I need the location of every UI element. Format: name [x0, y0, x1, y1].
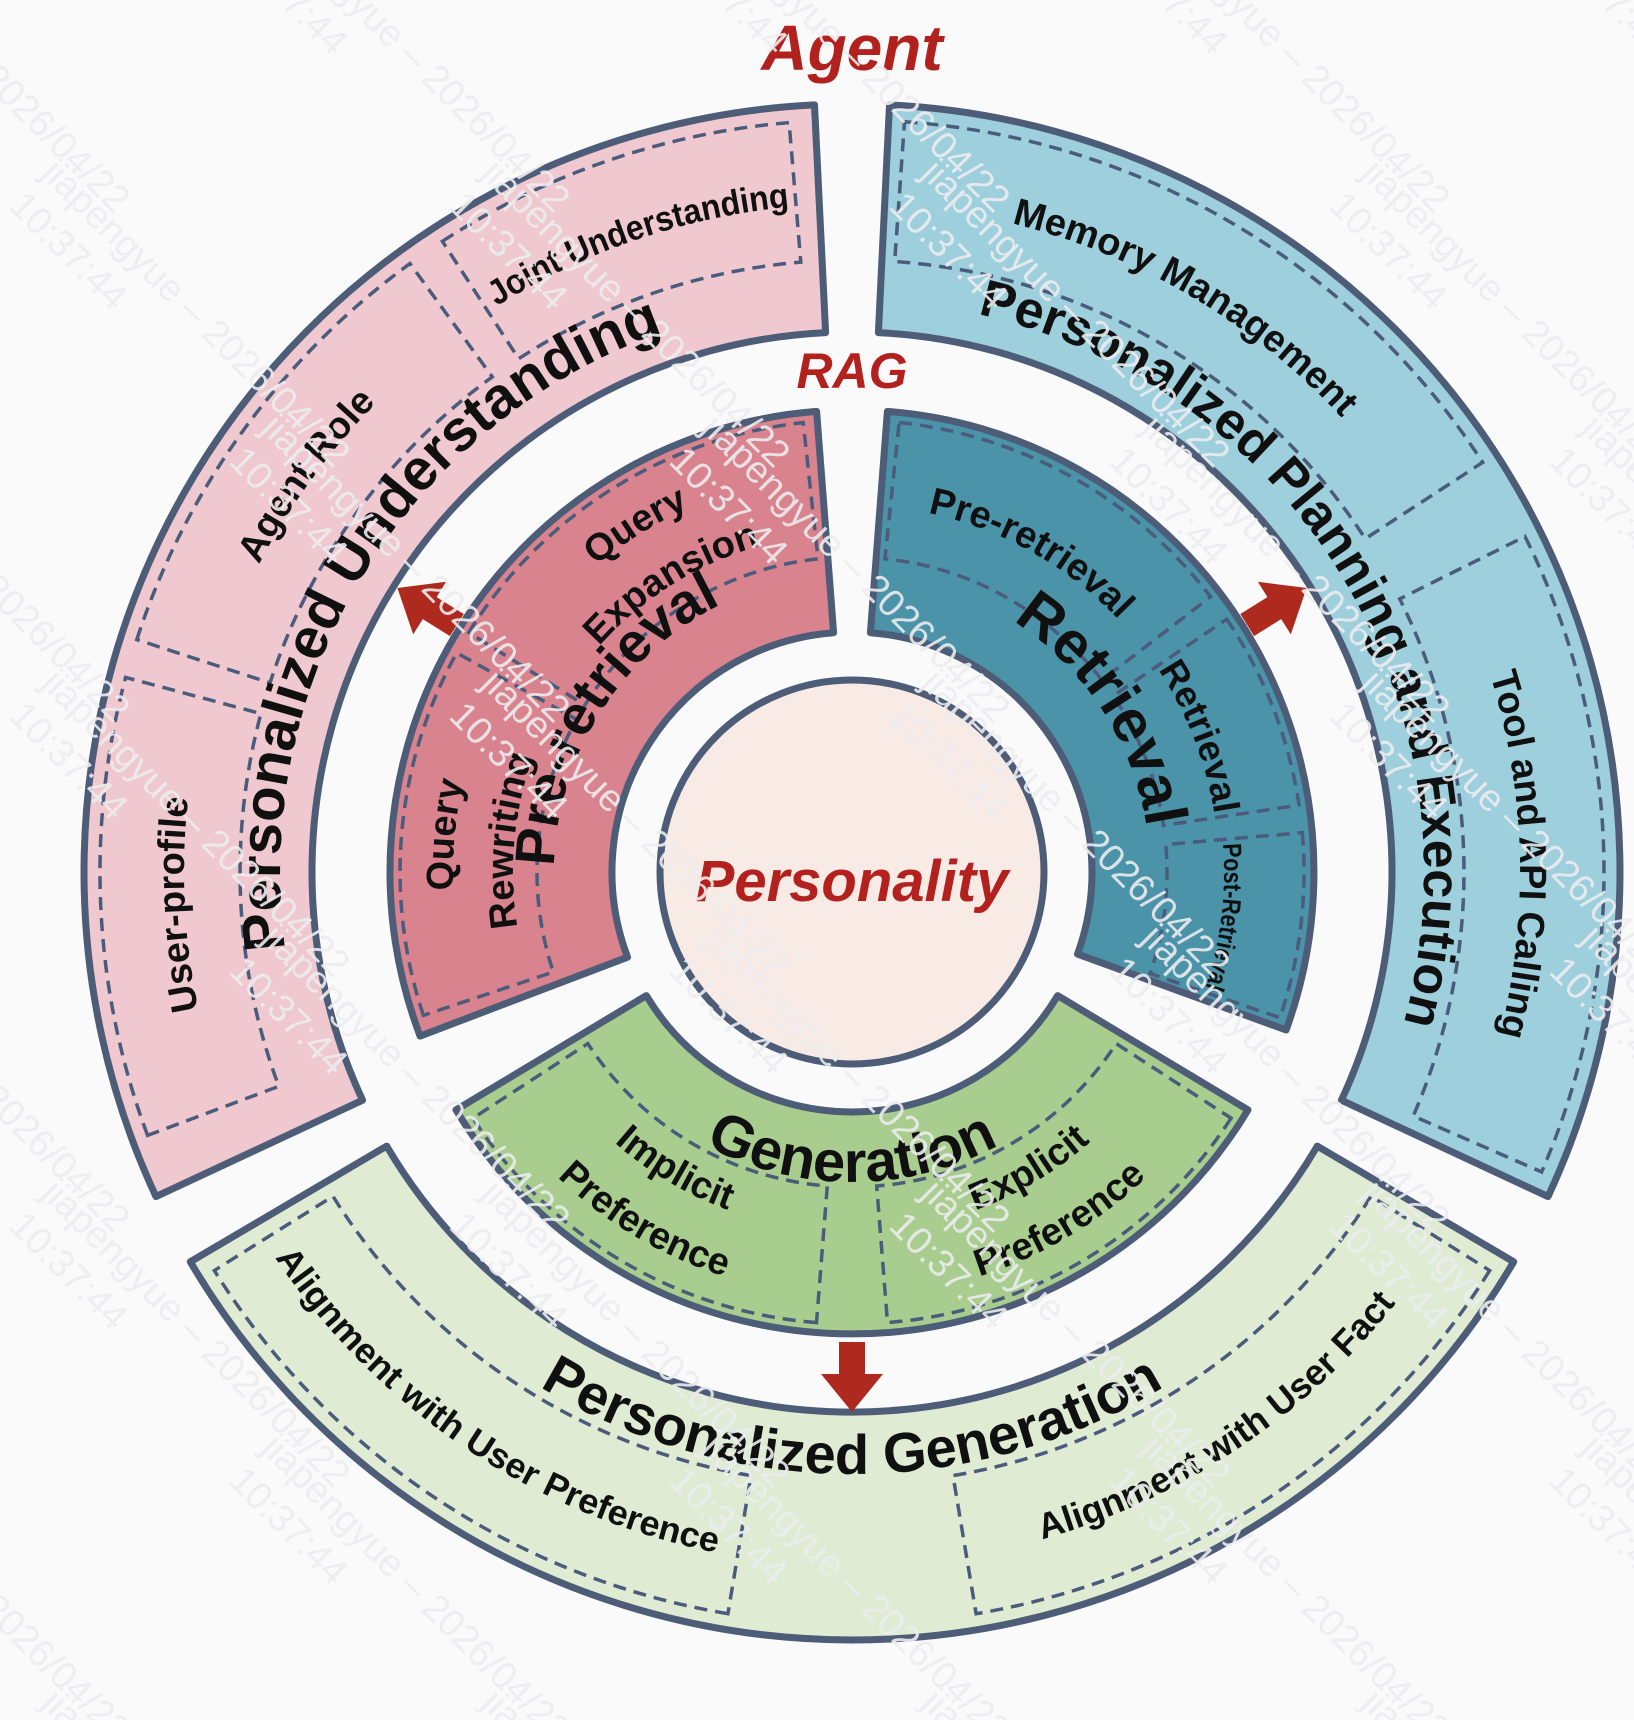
box-memory-management	[892, 119, 1486, 542]
box-retrieval-pre-retrieval	[882, 420, 1214, 683]
box-alignment-user-fact	[950, 1193, 1493, 1616]
segment-outer-generation	[186, 1142, 1518, 1644]
box-user-profile	[98, 675, 282, 1138]
box-retrieval-post-retrieval	[1147, 830, 1306, 1020]
segment-inner-retrieval	[866, 407, 1318, 1034]
segment-inner-generation	[452, 992, 1252, 1338]
box-joint-understanding	[439, 120, 803, 362]
agent-label: Agent	[759, 12, 945, 84]
box-tool-and-api-calling	[1397, 534, 1606, 1175]
segment-outer-planning	[874, 101, 1624, 1201]
personality-label: Personality	[696, 849, 1011, 914]
box-agent-role	[134, 261, 495, 686]
box-retrieval-retrieval	[1110, 616, 1301, 828]
box-explicit-preference	[874, 1041, 1234, 1325]
arrow-to-generation	[821, 1342, 883, 1412]
segment-inner-pre-retrieval	[386, 407, 838, 1040]
box-query-expansion	[466, 420, 820, 708]
arrow-to-planning	[1240, 581, 1307, 637]
box-query-rewriting	[398, 650, 579, 1018]
box-implicit-preference	[470, 1041, 830, 1325]
box-alignment-user-preference	[211, 1193, 754, 1616]
segment-outer-understanding	[80, 101, 830, 1201]
rag-label: RAG	[796, 343, 907, 399]
arrow-to-understanding	[397, 581, 464, 637]
personality-center-circle	[656, 676, 1048, 1068]
